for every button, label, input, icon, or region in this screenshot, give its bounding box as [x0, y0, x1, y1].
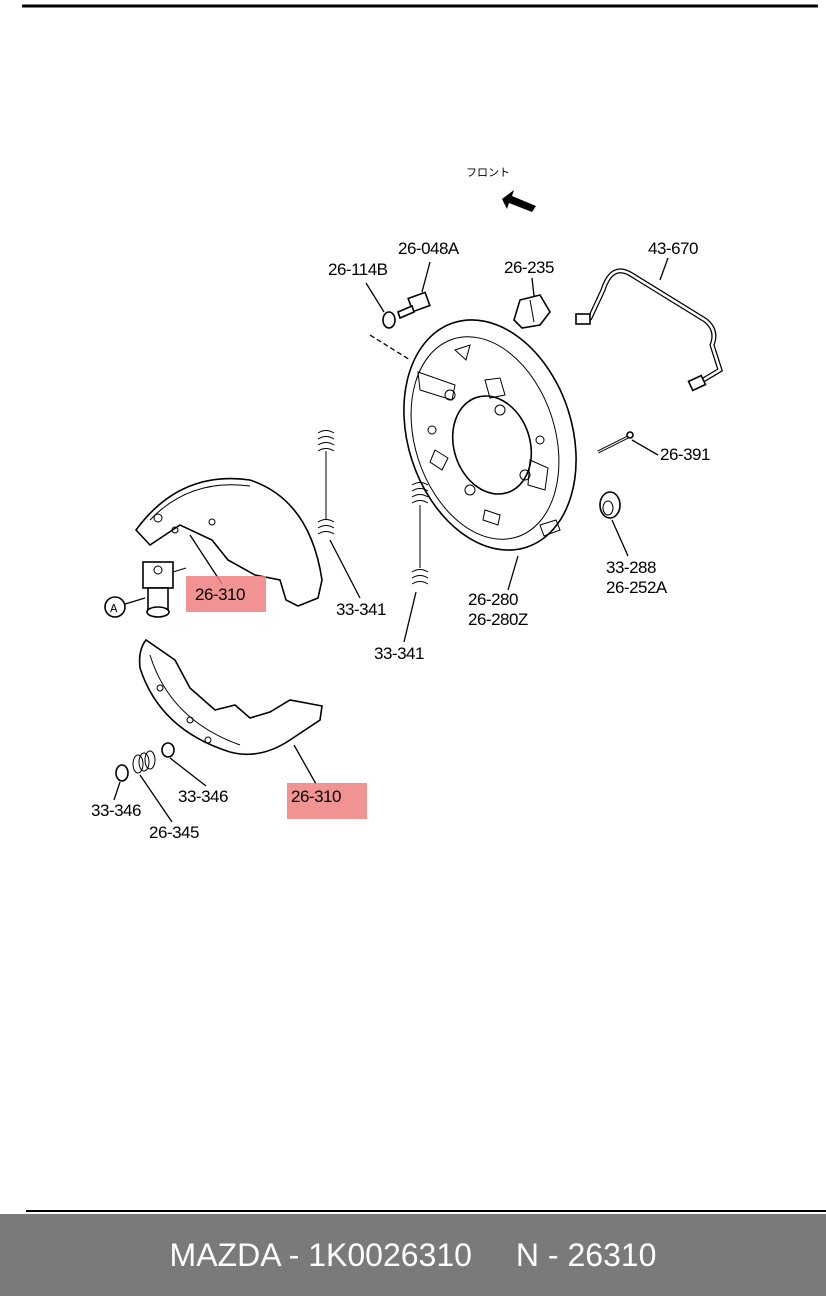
footer-reference: N - 26310: [515, 1236, 657, 1273]
label-33-346-right: 33-346: [178, 787, 228, 806]
label-26-280: 26-280: [468, 590, 518, 609]
label-33-341-upper: 33-341: [336, 600, 386, 619]
footer-part-number: MAZDA - 1K0026310: [169, 1236, 472, 1273]
label-26-310-upper: 26-310: [195, 585, 245, 604]
backing-plate: [403, 319, 577, 551]
callout-a-label: A: [110, 602, 118, 615]
wheel-cylinder: [142, 561, 187, 618]
plug-33-288: [599, 491, 621, 519]
spring-33-341-lower: [411, 482, 429, 585]
bolt-26-048A: [397, 291, 431, 320]
brake-pipe-43-670: [575, 268, 723, 392]
label-26-114B: 26-114B: [328, 260, 388, 279]
spring-33-341-upper: [317, 430, 335, 535]
front-label: フロント: [466, 166, 510, 179]
front-arrow-icon: [502, 190, 536, 212]
label-33-288: 33-288: [606, 558, 656, 577]
label-33-346-left: 33-346: [91, 801, 141, 820]
label-26-280Z: 26-280Z: [468, 610, 528, 629]
label-26-345: 26-345: [149, 823, 199, 842]
parts-diagram: フロント: [22, 4, 826, 1212]
label-26-310-lower: 26-310: [291, 787, 341, 806]
retainer-33-346-right: [161, 742, 175, 758]
label-43-670: 43-670: [648, 239, 698, 258]
retainer-33-346-left: [115, 764, 129, 782]
label-26-235: 26-235: [504, 258, 554, 277]
label-26-391: 26-391: [660, 445, 710, 464]
pin-26-391: [597, 431, 634, 454]
highlight-26-310-upper: [186, 576, 266, 612]
callout-a-circle: [104, 596, 126, 618]
bleeder-26-235: [513, 294, 551, 329]
label-26-252A: 26-252A: [606, 578, 668, 597]
label-33-341-lower: 33-341: [374, 644, 424, 663]
brake-shoe-lower: [138, 638, 323, 756]
highlight-26-310-lower: [287, 783, 367, 819]
footer-bar: MAZDA - 1K0026310 N - 26310: [0, 1214, 826, 1296]
brake-shoe-upper: [134, 477, 323, 607]
spring-26-345: [132, 750, 156, 774]
label-26-048A: 26-048A: [398, 239, 460, 258]
washer-26-114B: [382, 311, 396, 329]
